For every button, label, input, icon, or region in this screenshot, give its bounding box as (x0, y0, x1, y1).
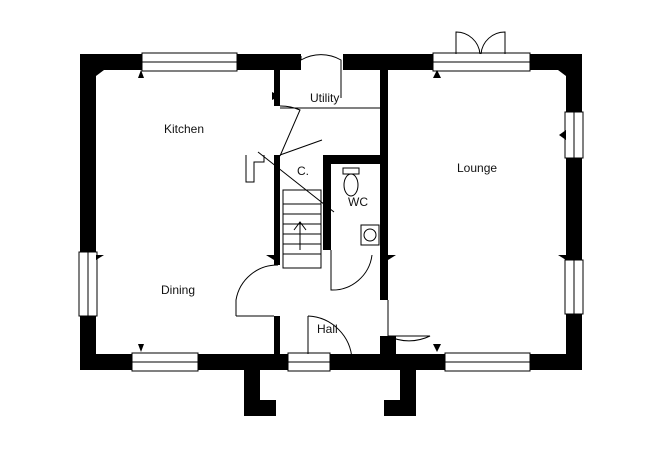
room-label-dining: Dining (161, 283, 196, 297)
room-label-kitchen: Kitchen (164, 122, 205, 136)
windows (78, 31, 584, 372)
internal-walls (274, 54, 396, 364)
staircase (245, 151, 335, 269)
room-label-cupboard: C. (297, 164, 309, 178)
room-label-utility: Utility (310, 91, 340, 105)
room-label-hall: Hall (317, 322, 338, 336)
doors (235, 54, 431, 361)
room-label-wc: WC (348, 195, 368, 209)
wc-fixtures (342, 167, 380, 246)
room-label-lounge: Lounge (457, 161, 498, 175)
markers (96, 70, 566, 352)
